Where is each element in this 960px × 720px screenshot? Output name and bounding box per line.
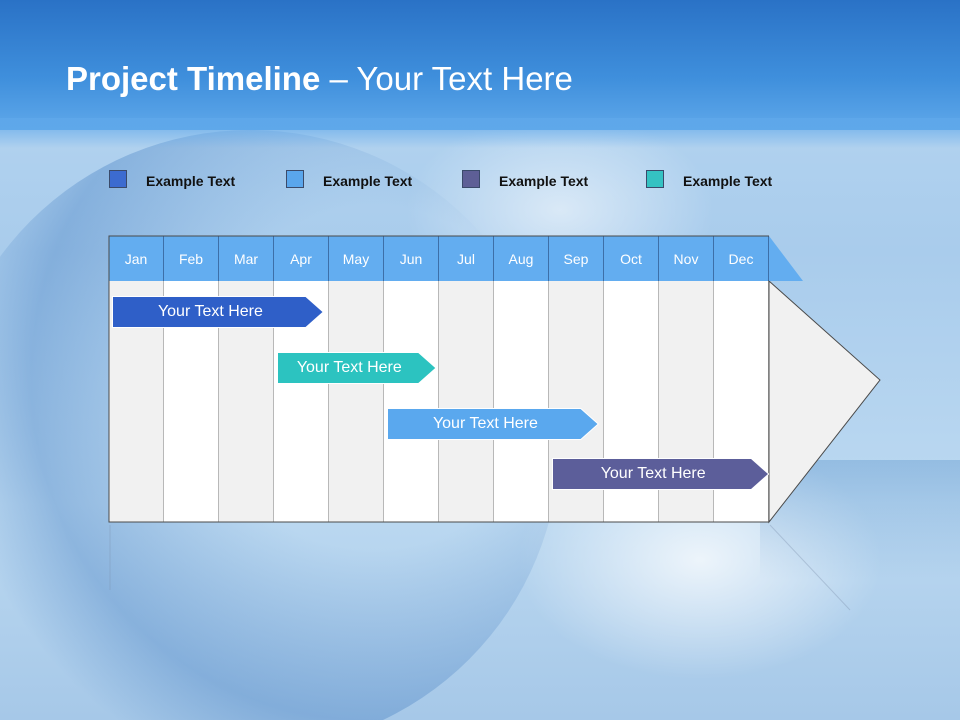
task-bar-arrow xyxy=(111,296,324,328)
timeline-arrow-head-strip xyxy=(769,236,803,281)
task-bar-label: Your Text Here xyxy=(157,303,263,320)
legend-swatch xyxy=(646,170,664,188)
month-header: Jan xyxy=(109,236,164,281)
month-header: Dec xyxy=(714,236,769,281)
month-header: May xyxy=(329,236,384,281)
month-header: Feb xyxy=(164,236,219,281)
task-bar-shape xyxy=(551,458,769,490)
page-title-subtitle: – Your Text Here xyxy=(320,60,573,97)
month-header: Jul xyxy=(439,236,494,281)
month-header: Oct xyxy=(604,236,659,281)
timeline-arrow-body xyxy=(768,279,881,524)
task-bar[interactable]: Your Text Here xyxy=(386,408,599,440)
task-bar-arrow xyxy=(276,352,437,384)
task-bar-shape xyxy=(386,408,599,440)
task-bar-shape xyxy=(111,296,324,328)
task-bar-arrow xyxy=(386,408,599,440)
task-bar-label: Your Text Here xyxy=(432,415,538,432)
month-header: Nov xyxy=(659,236,714,281)
task-bar[interactable]: Your Text Here xyxy=(551,458,769,490)
task-bar-label: Your Text Here xyxy=(296,359,402,376)
timeline-reflection-right xyxy=(769,524,851,611)
title-banner-fade xyxy=(0,118,960,148)
timeline-border xyxy=(108,235,769,523)
month-column xyxy=(494,281,549,522)
month-column xyxy=(384,281,439,522)
legend-label: Example Text xyxy=(499,173,589,189)
legend-swatch xyxy=(286,170,304,188)
page-title[interactable]: Project Timeline – Your Text Here xyxy=(66,60,573,98)
month-header: Aug xyxy=(494,236,549,281)
legend: Example Text Example Text Example Text E… xyxy=(0,170,960,194)
month-column xyxy=(439,281,494,522)
month-header: Jun xyxy=(384,236,439,281)
task-bar[interactable]: Your Text Here xyxy=(276,352,437,384)
legend-swatch xyxy=(462,170,480,188)
task-bar[interactable]: Your Text Here xyxy=(111,296,324,328)
task-bar-label: Your Text Here xyxy=(600,465,706,482)
month-header: Apr xyxy=(274,236,329,281)
task-bar-shape xyxy=(276,352,437,384)
title-banner xyxy=(0,0,960,130)
month-column xyxy=(329,281,384,522)
month-header: Mar xyxy=(219,236,274,281)
month-header: Sep xyxy=(549,236,604,281)
page-title-bold: Project Timeline xyxy=(66,60,321,97)
legend-swatch xyxy=(109,170,127,188)
legend-label: Example Text xyxy=(146,173,236,189)
legend-label: Example Text xyxy=(323,173,413,189)
legend-label: Example Text xyxy=(683,173,773,189)
task-bar-arrow xyxy=(551,458,769,490)
